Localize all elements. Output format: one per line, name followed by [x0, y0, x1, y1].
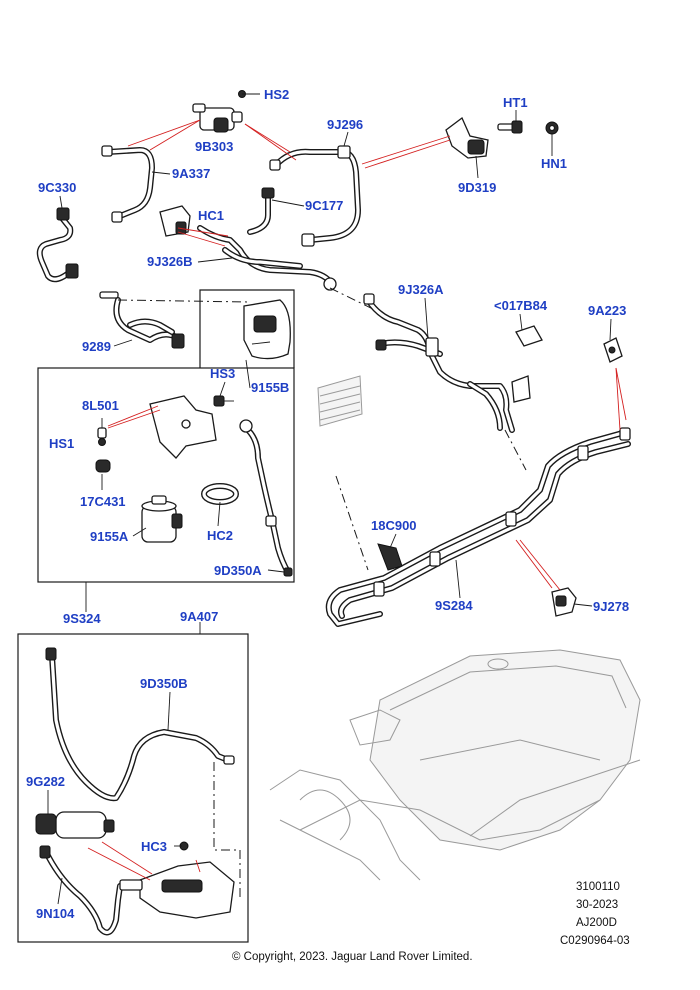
label-9j326a: 9J326A	[398, 282, 444, 297]
drawing-id: C0290964-03	[560, 935, 630, 947]
vapour-harness-9j326a	[363, 293, 515, 433]
clamp-hc2	[201, 483, 239, 505]
label-9289: 9289	[82, 339, 111, 354]
label-hc1: HC1	[198, 208, 224, 223]
label-9n104: 9N104	[36, 906, 75, 921]
fuel-pipe-9s284	[325, 427, 631, 627]
bolt-hs3	[213, 395, 234, 407]
label-9j326b: 9J326B	[147, 254, 193, 269]
label-017b84: <017B84	[494, 298, 548, 313]
copyright: © Copyright, 2023. Jaguar Land Rover Lim…	[232, 951, 473, 963]
label-hs2: HS2	[264, 87, 289, 102]
pump-9155a	[141, 495, 183, 543]
bracket-8l501	[149, 395, 217, 459]
label-9c330: 9C330	[38, 180, 76, 195]
kit-box-9s324	[37, 367, 295, 583]
label-9d319: 9D319	[458, 180, 496, 195]
label-9j278: 9J278	[593, 599, 629, 614]
fuel-line-9a337	[101, 145, 155, 223]
bracket-017b84	[511, 325, 543, 403]
label-17c431: 17C431	[80, 494, 126, 509]
label-9j296: 9J296	[327, 117, 363, 132]
bracket-18c900	[377, 543, 403, 571]
fuel-filter-9155b	[243, 299, 291, 360]
kit-box-9a407	[17, 633, 249, 943]
grommet-17c431	[95, 459, 111, 473]
clip-9a223	[603, 337, 623, 363]
model-code: AJ200D	[576, 917, 617, 929]
vehicle-underbody-ghost	[269, 649, 641, 881]
nut-hs1	[97, 427, 107, 446]
label-18c900: 18C900	[371, 518, 417, 533]
cooler-ghost	[317, 375, 363, 427]
fuel-line-9d350a	[239, 419, 293, 577]
label-9a407: 9A407	[180, 609, 218, 624]
pump-9g282	[35, 811, 115, 839]
date-code: 30-2023	[576, 899, 618, 911]
ref-number: 3100110	[576, 881, 620, 893]
valve-9b303	[192, 90, 260, 133]
label-9s324: 9S324	[63, 611, 101, 626]
label-9a337: 9A337	[172, 166, 210, 181]
label-hc3: HC3	[141, 839, 167, 854]
label-hc2: HC2	[207, 528, 233, 543]
label-hn1: HN1	[541, 156, 567, 171]
label-9s284: 9S284	[435, 598, 473, 613]
label-9d350a: 9D350A	[214, 563, 262, 578]
vapour-line-9j296	[269, 145, 361, 247]
label-9a223: 9A223	[588, 303, 626, 318]
vapour-line-9j326b	[197, 225, 337, 291]
fuel-line-9d350b	[45, 647, 235, 802]
label-hs1: HS1	[49, 436, 74, 451]
hose-9c177	[247, 187, 275, 235]
pump-module-assembly	[119, 841, 235, 919]
fuel-line-9c330	[36, 207, 79, 283]
clip-hc1	[159, 205, 191, 237]
label-9155b: 9155B	[251, 380, 289, 395]
label-9c177: 9C177	[305, 198, 343, 213]
label-9155a: 9155A	[90, 529, 129, 544]
valve-9d319	[445, 116, 559, 159]
label-8l501: 8L501	[82, 398, 119, 413]
label-hs3: HS3	[210, 366, 235, 381]
label-9d350b: 9D350B	[140, 676, 188, 691]
label-9b303: 9B303	[195, 139, 233, 154]
label-ht1: HT1	[503, 95, 528, 110]
fuel-line-9289	[99, 291, 185, 349]
hose-9n104	[39, 845, 123, 936]
label-9g282: 9G282	[26, 774, 65, 789]
valve-9j278	[551, 587, 577, 617]
